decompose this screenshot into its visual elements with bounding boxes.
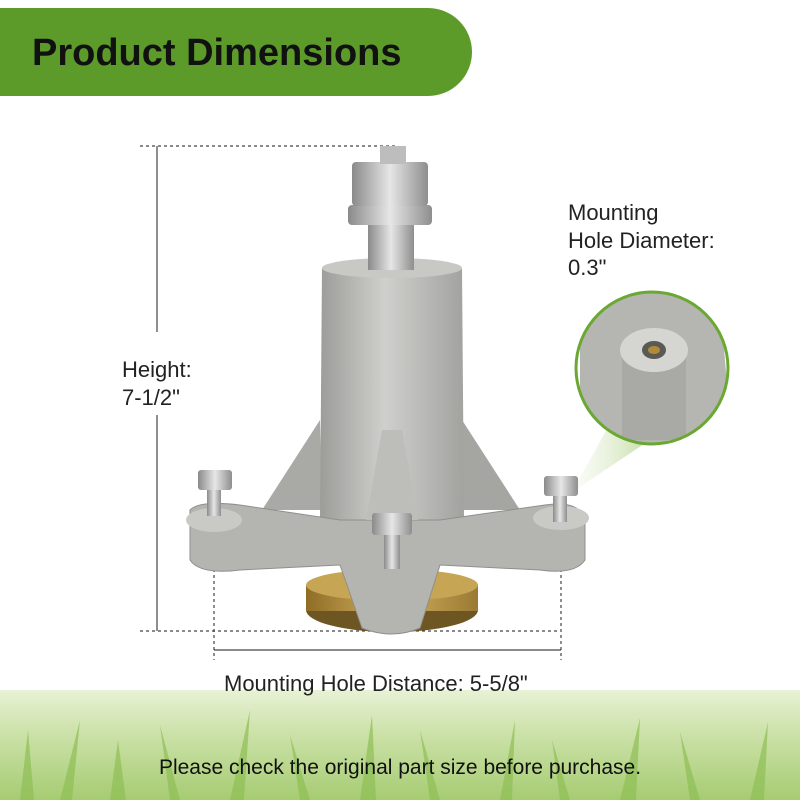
hole-diameter-line2: Hole Diameter: (568, 227, 715, 253)
hole-diameter-value: 0.3" (568, 255, 607, 280)
hole-distance-label: Mounting Hole Distance: 5-5/8" (224, 671, 528, 696)
height-label-text: Height: (122, 357, 192, 382)
page-title: Product Dimensions (32, 32, 402, 74)
header-banner: Product Dimensions (0, 8, 472, 96)
spindle-assembly (186, 146, 589, 635)
grass-background (0, 690, 800, 800)
footer-note: Please check the original part size befo… (158, 756, 642, 779)
mounting-hole-zoom-callout (574, 290, 730, 446)
hole-diameter-line1: Mounting (568, 200, 659, 225)
height-value: 7-1/2" (122, 384, 180, 410)
hole-diameter-label: Mounting Hole Diameter: 0.3" (568, 199, 715, 282)
height-label: Height: 7-1/2" (122, 356, 192, 411)
height-dimension-line (140, 145, 560, 632)
